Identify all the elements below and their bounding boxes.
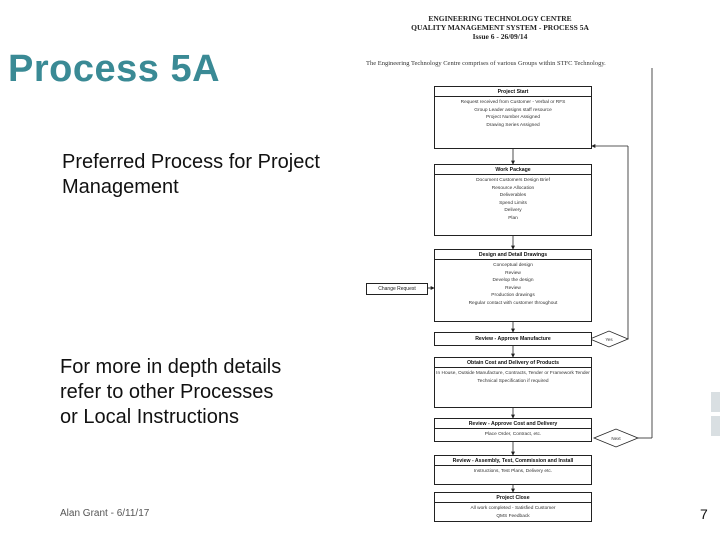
document-intro: The Engineering Technology Centre compri… — [366, 60, 606, 67]
slide-note: For more in depth details refer to other… — [60, 356, 282, 428]
flow-box-line: Project Number Assigned — [485, 115, 541, 121]
decision-label-2: Next — [611, 436, 621, 441]
document-header-line-3: Issue 6 - 26/09/14 — [472, 32, 528, 41]
process-document: ENGINEERING TECHNOLOGY CENTRE QUALITY MA… — [322, 8, 678, 540]
document-header-line-2: QUALITY MANAGEMENT SYSTEM - PROCESS 5A — [411, 23, 589, 32]
flow-box-line: Group Leader assigns staff resource — [474, 107, 552, 113]
flow-box-line: Conceptual design — [493, 263, 533, 268]
flow-box-line: Review — [505, 285, 521, 291]
decision-diamond-1 — [588, 330, 630, 348]
flow-box-title: Design and Detail Drawings — [435, 250, 591, 260]
flow-box-line: Review — [505, 270, 521, 276]
slide-title: Process 5A — [8, 48, 221, 90]
flow-box: Review - Approve Manufacture — [434, 332, 592, 346]
flow-box-line: Spend Limits — [499, 200, 527, 206]
flow-box-line: Place Order, Contract, etc. — [484, 432, 542, 437]
change-request-box: Change Request — [366, 283, 428, 295]
flow-box-title: Obtain Cost and Delivery of Products — [435, 358, 591, 368]
decorative-bar — [711, 416, 720, 436]
flow-box: Review - Assembly, Test, Commission and … — [434, 455, 592, 485]
flow-box-line: Delivery — [504, 208, 522, 214]
page-number: 7 — [700, 506, 708, 522]
document-header: ENGINEERING TECHNOLOGY CENTRE QUALITY MA… — [322, 14, 678, 41]
flow-box-line: In House, Outside Manufacture, Contracts… — [436, 371, 590, 376]
flow-box-line: Resource Allocation — [491, 185, 535, 191]
flow-box-line: Technical Specification if required — [477, 378, 549, 384]
flow-box-line: All work completed - Satisfied Customer — [470, 506, 556, 511]
document-header-line-1: ENGINEERING TECHNOLOGY CENTRE — [428, 14, 572, 23]
flow-box-title: Review - Approve Cost and Delivery — [435, 419, 591, 429]
flow-box-lines: Place Order, Contract, etc. — [435, 429, 591, 439]
flow-box-title: Review - Assembly, Test, Commission and … — [435, 456, 591, 466]
flow-box-line: Production drawings — [491, 293, 535, 299]
flow-box-line: Drawing Series Assigned — [486, 122, 540, 128]
flow-box-line: Instructions, Test Plans, Delivery etc. — [473, 469, 553, 474]
decision-label-1: Yes — [605, 337, 613, 342]
flow-connectors: Yes Next — [408, 68, 653, 493]
flow-box-line: Plan — [508, 215, 518, 221]
flow-box: Obtain Cost and Delivery of Products In H… — [434, 357, 592, 408]
slide-subtitle: Preferred Process for Project Management — [62, 151, 320, 198]
flow-box-lines: Instructions, Test Plans, Delivery etc. — [435, 466, 591, 476]
flow-box-line: Regular contact with customer throughout — [468, 300, 558, 306]
flow-box-title: Project Start — [435, 87, 591, 97]
decorative-bar — [711, 392, 720, 412]
flow-box-title: Work Package — [435, 165, 591, 175]
flow-box-line: Request received from Customer - Verbal … — [460, 100, 566, 105]
flow-box-lines: In House, Outside Manufacture, Contracts… — [435, 368, 591, 385]
flow-box-line: QMS Feedback — [496, 513, 530, 519]
flow-box-title: Review - Approve Manufacture — [475, 336, 551, 342]
flow-box-title: Project Close — [435, 493, 591, 503]
slide-footer: Alan Grant - 6/11/17 — [60, 508, 150, 519]
decision-diamond-2 — [592, 428, 640, 448]
flow-box-line: Deliverables — [499, 193, 527, 199]
flow-box-line: Document Customers Design Brief — [476, 178, 550, 183]
flow-box-line: Develop the design — [492, 278, 534, 284]
flow-box-lines: Request received from Customer - Verbal … — [435, 97, 591, 129]
